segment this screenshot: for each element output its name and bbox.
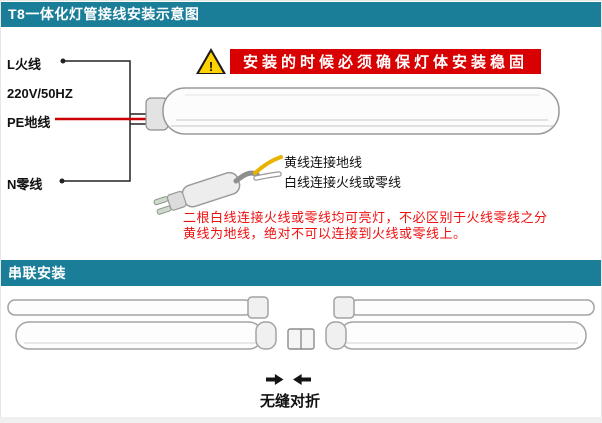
left-tube: [7, 296, 277, 350]
right-tube: [325, 296, 595, 350]
red-note-line2: 黄线为地线，绝对不可以连接到火线或零线上。: [183, 226, 467, 241]
warning-triangle-icon: !: [196, 48, 226, 74]
arrow-left-icon: [293, 374, 311, 385]
wiring-diagram: [55, 58, 560, 215]
live-wire-label: L火线: [7, 57, 41, 72]
wire-lines: [59, 58, 150, 184]
white-wire-note: 白线连接火线或零线: [284, 175, 402, 190]
warning-banner: ! 安装的时候必须确保灯体安装稳固: [196, 48, 542, 74]
wiring-section-title: T8一体化灯管接线安装示意图: [1, 2, 601, 27]
butt-joint-arrows: [248, 374, 328, 385]
connector-plug: [153, 171, 241, 215]
series-install-diagram: [7, 296, 595, 350]
series-section-title: 串联安装: [1, 260, 601, 286]
red-note-line1: 二根白线连接火线或零线均可亮灯，不必区别于火线零线之分: [183, 210, 548, 225]
bottom-crop-band: [0, 417, 602, 423]
yellow-wire: [253, 155, 283, 175]
neutral-wire-label: N零线: [7, 177, 43, 192]
yellow-wire-note: 黄线连接地线: [284, 155, 363, 170]
middle-joint: [287, 328, 315, 350]
voltage-label: 220V/50HZ: [7, 86, 73, 101]
arrow-right-icon: [265, 374, 284, 385]
lamp-tube-drawing: [145, 87, 560, 135]
warning-text: 安装的时候必须确保灯体安装稳固: [230, 48, 542, 74]
seamless-joint-caption: 无缝对折: [259, 393, 320, 410]
warning-exclamation: !: [208, 59, 214, 74]
ground-wire-label: PE地线: [7, 115, 51, 130]
white-wire: [254, 172, 281, 180]
